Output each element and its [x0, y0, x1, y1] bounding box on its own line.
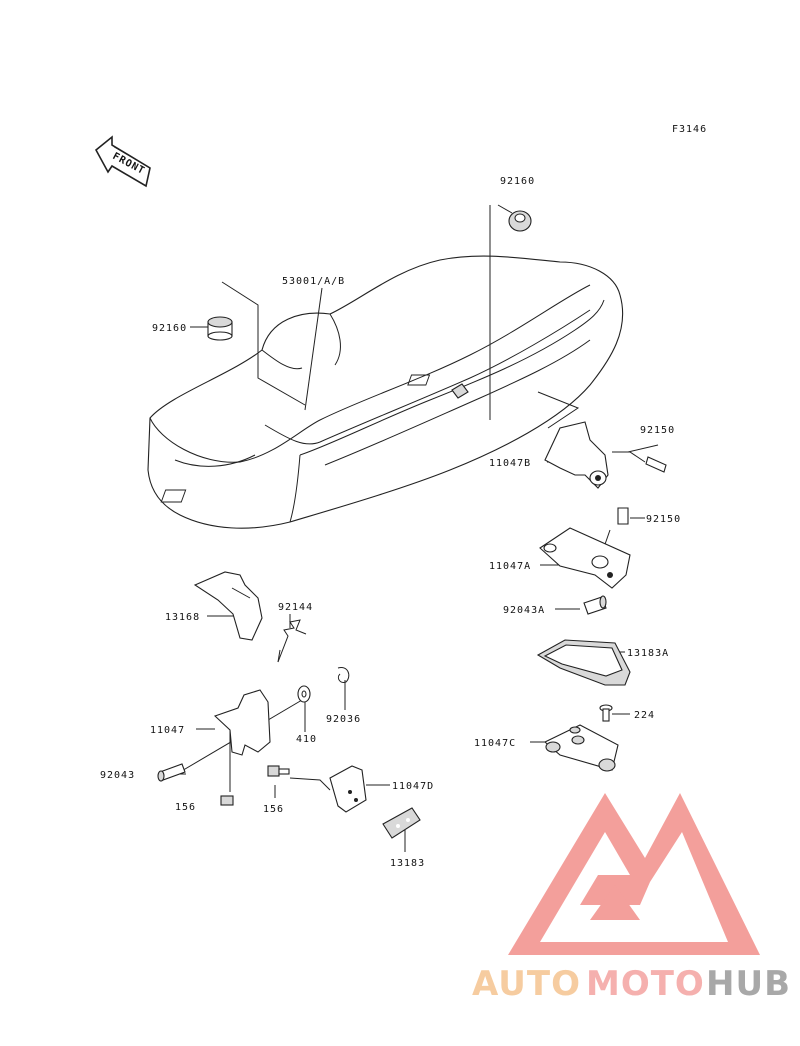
bracket-11047b	[544, 421, 609, 489]
clip-92036	[337, 666, 350, 683]
label-92043: 92043	[100, 770, 135, 781]
label-11047: 11047	[150, 725, 185, 736]
label-11047a: 11047A	[489, 561, 531, 572]
label-11047d: 11047D	[392, 781, 434, 792]
label-92160-top: 92160	[500, 176, 535, 187]
front-arrow-icon: FRONT	[94, 135, 151, 188]
bracket-13168	[193, 571, 263, 641]
logo-hub: HUB	[706, 964, 791, 1004]
label-156-b: 156	[263, 804, 284, 815]
label-92150-b: 92150	[646, 514, 681, 525]
pad-13183a	[536, 639, 631, 686]
bracket-11047d	[329, 765, 367, 813]
figure-code: F3146	[672, 124, 707, 135]
label-13183: 13183	[390, 858, 425, 869]
label-11047c: 11047C	[474, 738, 516, 749]
label-11047b: 11047B	[489, 458, 531, 469]
label-410: 410	[296, 734, 317, 745]
label-156-a: 156	[175, 802, 196, 813]
spacer-92043a	[583, 595, 607, 615]
bolt-156-a	[220, 795, 234, 806]
cushion-92160-top	[508, 210, 532, 232]
pad-13183	[382, 807, 421, 839]
label-92160-left: 92160	[152, 323, 187, 334]
pin-92043	[157, 763, 186, 782]
bolt-92150-b	[617, 507, 629, 525]
bracket-11047	[213, 689, 271, 756]
label-92036: 92036	[326, 714, 361, 725]
screw-224	[599, 704, 613, 722]
label-13183a: 13183A	[627, 648, 669, 659]
label-13168: 13168	[165, 612, 200, 623]
bracket-11047a	[539, 527, 631, 589]
washer-410	[297, 685, 311, 703]
label-224: 224	[634, 710, 655, 721]
label-92043a: 92043A	[503, 605, 545, 616]
automotohub-logo: AUTO MOTO HUB	[472, 793, 791, 1004]
bolt-156-b	[267, 765, 290, 777]
cushion-92160-left	[207, 316, 233, 341]
leader-lines	[174, 204, 659, 852]
label-92150-a: 92150	[640, 425, 675, 436]
label-53001: 53001/A/B	[282, 276, 345, 287]
plate-11047c	[544, 724, 619, 772]
bolt-92150-a	[645, 456, 667, 473]
seat-53001	[147, 255, 624, 529]
logo-moto: MOTO	[586, 964, 705, 1004]
logo-auto: AUTO	[472, 964, 581, 1004]
spring-92144	[277, 619, 307, 663]
label-92144: 92144	[278, 602, 313, 613]
